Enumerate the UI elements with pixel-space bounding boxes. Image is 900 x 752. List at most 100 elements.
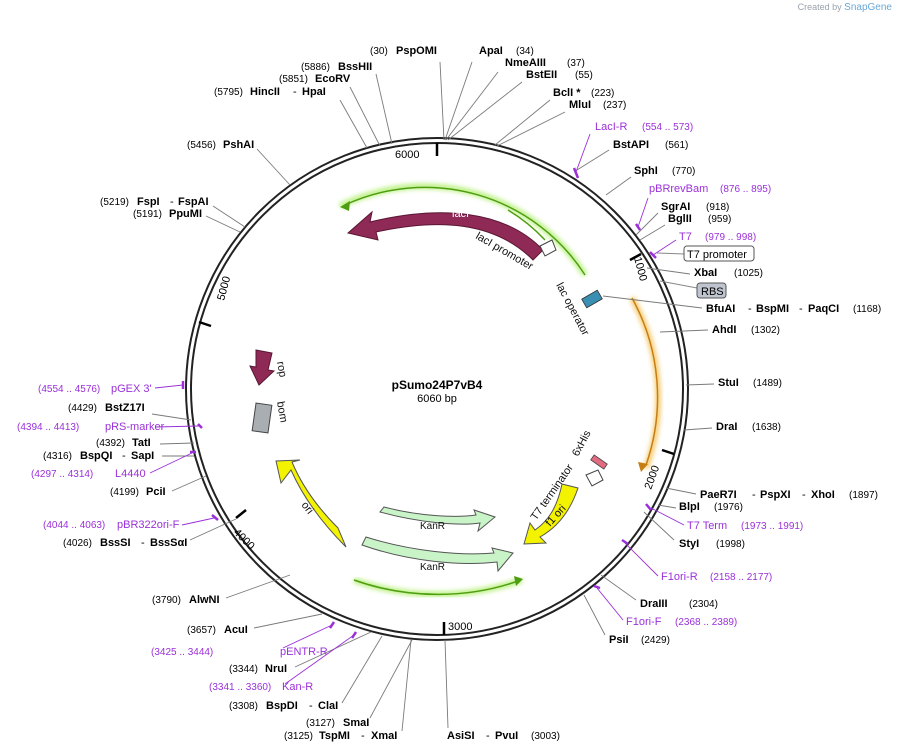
site-position: (1025): [734, 268, 763, 279]
site-name: DraI: [716, 421, 737, 433]
site-name: HincII: [250, 86, 280, 98]
primer-name: pGEX 3': [111, 383, 152, 395]
site-alwni: AlwNI(3790): [152, 594, 220, 606]
site-name: BspDI: [266, 700, 298, 712]
site-psii: PsiI(2429): [609, 634, 670, 646]
primer-pgex3: pGEX 3' (4554 .. 4576): [38, 383, 152, 395]
primer-range: (979 .. 998): [705, 232, 756, 243]
primer-range: (3341 .. 3360): [209, 682, 271, 693]
site-name: PshAI: [223, 139, 254, 151]
primer-t7term: T7 Term(1973 .. 1991): [687, 520, 803, 532]
site-name: BfuAI: [706, 303, 735, 315]
primer-name: L4440: [115, 468, 146, 480]
site-position: (5219): [100, 197, 129, 208]
site-position: (770): [672, 166, 695, 177]
site-blpi: BlpI(1976): [679, 501, 743, 513]
site-bsshii: BssHII(5886): [301, 61, 372, 73]
site-separator: -: [799, 303, 803, 315]
site-position: (1168): [853, 304, 881, 315]
primer-name: pRS-marker: [105, 421, 165, 433]
site-xbai: XbaI(1025): [694, 267, 763, 279]
site-name: PvuI: [495, 730, 518, 742]
site-position: (5191): [133, 209, 162, 220]
site-name: TspMI: [319, 730, 350, 742]
site-name: XmaI: [371, 730, 397, 742]
site-bsteii: BstEII(55): [526, 69, 593, 81]
primer-name: Kan-R: [282, 681, 313, 693]
laci-label: lacI: [452, 208, 469, 220]
site-name: HpaI: [302, 86, 326, 98]
kanr-label-1: KanR: [420, 521, 445, 532]
rbs-label: RBS: [701, 286, 724, 298]
primer-range: (876 .. 895): [720, 184, 771, 195]
site-name: BstEII: [526, 69, 557, 81]
site-name: BstAPI: [613, 139, 649, 151]
site-position: (3344): [229, 664, 258, 675]
site-draiii: DraIII(2304): [640, 598, 718, 610]
site-drai: DraI(1638): [716, 421, 781, 433]
site-name: PaeR7I: [700, 489, 737, 501]
site-position: (237): [603, 100, 626, 111]
site-position: (4026): [63, 538, 92, 549]
kanr-arrow-1: [379, 506, 497, 533]
ruler-label-2000: 2000: [643, 464, 663, 491]
right-orange-arrowhead: [638, 462, 648, 472]
lac-operator-label: lac operator: [553, 281, 591, 338]
lac-operator-box: [581, 289, 603, 309]
site-name: BspMI: [756, 303, 789, 315]
ruler-label-3000: 3000: [448, 621, 472, 633]
site-position: (5456): [187, 140, 216, 151]
site-name: BspQI: [80, 450, 112, 462]
site-separator: -: [170, 196, 174, 208]
site-position: (561): [665, 140, 688, 151]
site-position: (918): [706, 202, 729, 213]
primer-name: F1ori-R: [661, 571, 698, 583]
primer-l4440: L4440(4297 .. 4314): [31, 468, 146, 480]
ori-label: ori: [299, 499, 316, 516]
site-separator: -: [752, 489, 756, 501]
site-stui: StuI(1489): [718, 377, 782, 389]
primer-f1orir: F1ori-R(2158 .. 2177): [661, 571, 772, 583]
primer-range: (4394 .. 4413): [17, 422, 79, 433]
site-apai: ApaI (34): [479, 45, 534, 57]
site-name: FspAI: [178, 196, 209, 208]
laci-promoter-arrow: [539, 239, 557, 257]
laci-region-arrowhead: [340, 201, 350, 211]
backbone-outer: [185, 137, 689, 641]
site-position: (34): [516, 46, 534, 57]
site-smai: SmaI(3127): [306, 717, 369, 729]
site-nrui: NruI(3344): [229, 663, 287, 675]
rbs-feature: RBS: [659, 280, 727, 299]
site-name: AhdI: [712, 324, 736, 336]
site-position: (1897): [849, 490, 878, 501]
his-tag-label: 6xHis: [570, 428, 594, 458]
right-orange-arc-line: [631, 297, 659, 466]
bom-label: bom: [274, 400, 290, 423]
plasmid-name: pSumo24P7vB4: [392, 378, 483, 392]
site-name: BclI *: [553, 87, 581, 99]
site-name: PciI: [146, 486, 166, 498]
site-name: SgrAI: [661, 201, 690, 213]
primer-pentrr: pENTR-R(3425 .. 3444): [151, 646, 328, 658]
his-tag-box: [590, 454, 608, 470]
site-pspomi: PspOMI(30): [370, 45, 437, 57]
site-name: BlpI: [679, 501, 700, 513]
t7-promoter-feature: T7 promoter: [656, 245, 755, 262]
primer-pbrrevbam: pBRrevBam(876 .. 895): [649, 183, 771, 195]
site-position: (3003): [531, 731, 560, 742]
site-name: TatI: [132, 437, 151, 449]
primer-f1orif: F1ori-F(2368 .. 2389): [626, 616, 737, 628]
site-name: StyI: [679, 538, 699, 550]
site-name: BssHII: [338, 61, 372, 73]
site-acui: AcuI(3657): [187, 624, 248, 636]
primer-range: (554 .. 573): [642, 122, 693, 133]
site-name: AsiSI: [447, 730, 475, 742]
primer-range: (4554 .. 4576): [38, 384, 100, 395]
site-position: (4199): [110, 487, 139, 498]
site-name: ApaI: [479, 45, 503, 57]
site-separator: -: [748, 303, 752, 315]
